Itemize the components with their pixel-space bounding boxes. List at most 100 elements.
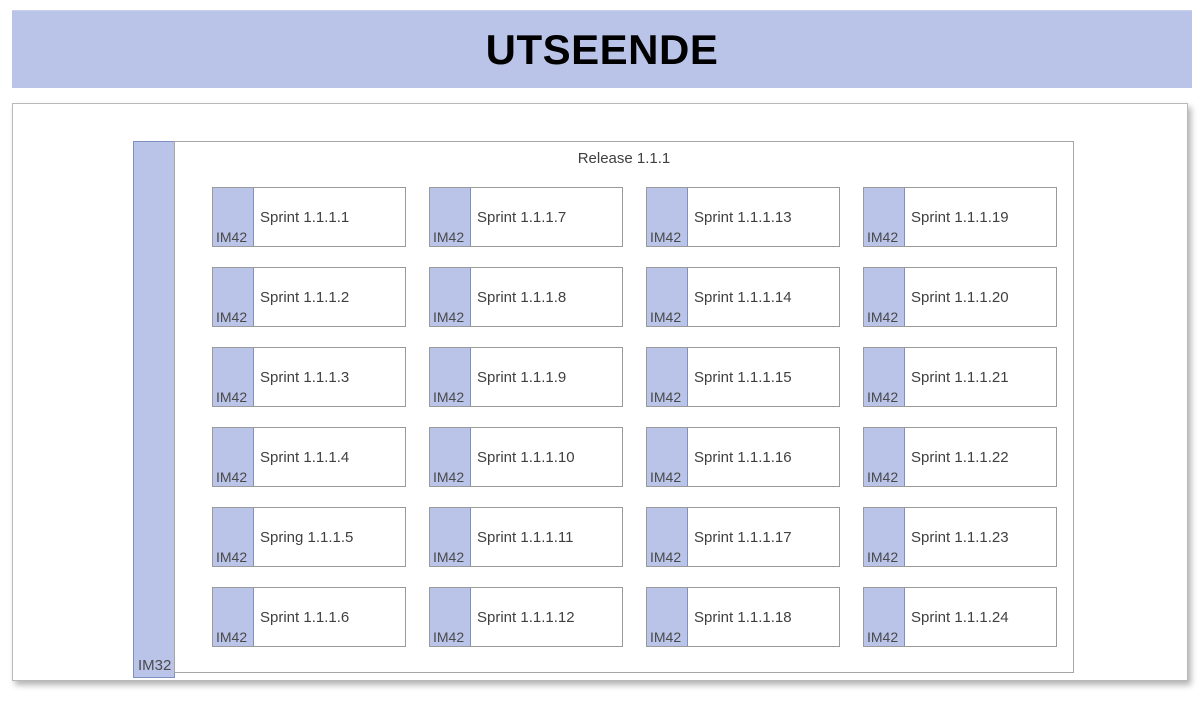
sprint-tab: IM42 <box>864 508 905 566</box>
sprint-body: Sprint 1.1.1.11 <box>471 508 622 566</box>
sprint-tab-label: IM42 <box>433 309 465 325</box>
sprint-box[interactable]: IM42 Spring 1.1.1.5 <box>212 507 406 567</box>
sprint-body: Sprint 1.1.1.16 <box>688 428 839 486</box>
page-title: UTSEENDE <box>485 25 719 73</box>
sprint-label: Sprint 1.1.1.7 <box>477 208 567 226</box>
sprint-tab-label: IM42 <box>867 629 899 645</box>
sprint-tab: IM42 <box>864 428 905 486</box>
sprint-box[interactable]: IM42 Sprint 1.1.1.13 <box>646 187 840 247</box>
sprint-tab-label: IM42 <box>216 549 248 565</box>
sprint-label: Sprint 1.1.1.22 <box>911 448 1009 466</box>
sprint-tab: IM42 <box>430 588 471 646</box>
sprint-tab: IM42 <box>864 188 905 246</box>
sprint-body: Sprint 1.1.1.23 <box>905 508 1056 566</box>
sprint-tab-label: IM42 <box>433 389 465 405</box>
sprint-tab: IM42 <box>430 348 471 406</box>
sprint-tab: IM42 <box>430 508 471 566</box>
sprint-tab-label: IM42 <box>433 629 465 645</box>
header-band: UTSEENDE <box>12 10 1192 88</box>
sprint-box[interactable]: IM42 Sprint 1.1.1.12 <box>429 587 623 647</box>
sprint-label: Sprint 1.1.1.6 <box>260 608 350 626</box>
sprint-label: Sprint 1.1.1.13 <box>694 208 792 226</box>
sprint-body: Sprint 1.1.1.7 <box>471 188 622 246</box>
sprint-box[interactable]: IM42 Sprint 1.1.1.22 <box>863 427 1057 487</box>
sprint-label: Sprint 1.1.1.8 <box>477 288 567 306</box>
sprint-box[interactable]: IM42 Sprint 1.1.1.11 <box>429 507 623 567</box>
sprint-box[interactable]: IM42 Sprint 1.1.1.9 <box>429 347 623 407</box>
sprint-box[interactable]: IM42 Sprint 1.1.1.16 <box>646 427 840 487</box>
sprint-label: Sprint 1.1.1.16 <box>694 448 792 466</box>
sprint-box[interactable]: IM42 Sprint 1.1.1.18 <box>646 587 840 647</box>
sprint-label: Sprint 1.1.1.9 <box>477 368 567 386</box>
sprint-box[interactable]: IM42 Sprint 1.1.1.10 <box>429 427 623 487</box>
sprint-body: Sprint 1.1.1.2 <box>254 268 405 326</box>
sprint-body: Sprint 1.1.1.13 <box>688 188 839 246</box>
sprint-tab: IM42 <box>213 268 254 326</box>
release-title: Release 1.1.1 <box>577 150 671 167</box>
sprint-tab: IM42 <box>430 188 471 246</box>
sprint-tab-label: IM42 <box>650 549 682 565</box>
sprint-body: Sprint 1.1.1.3 <box>254 348 405 406</box>
sprint-tab-label: IM42 <box>433 549 465 565</box>
sprint-body: Spring 1.1.1.5 <box>254 508 405 566</box>
sprint-tab: IM42 <box>864 348 905 406</box>
sprint-tab: IM42 <box>647 508 688 566</box>
sprint-body: Sprint 1.1.1.18 <box>688 588 839 646</box>
sprint-tab-label: IM42 <box>433 469 465 485</box>
sprint-body: Sprint 1.1.1.4 <box>254 428 405 486</box>
sprint-body: Sprint 1.1.1.24 <box>905 588 1056 646</box>
sprint-tab-label: IM42 <box>867 549 899 565</box>
sprint-tab-label: IM42 <box>650 469 682 485</box>
sprint-tab: IM42 <box>213 508 254 566</box>
sprint-tab: IM42 <box>647 428 688 486</box>
sprint-tab: IM42 <box>864 588 905 646</box>
sprint-box[interactable]: IM42 Sprint 1.1.1.8 <box>429 267 623 327</box>
sprint-tab: IM42 <box>213 188 254 246</box>
sprint-tab-label: IM42 <box>867 469 899 485</box>
sprint-box[interactable]: IM42 Sprint 1.1.1.23 <box>863 507 1057 567</box>
sprint-label: Sprint 1.1.1.20 <box>911 288 1009 306</box>
sprint-label: Sprint 1.1.1.12 <box>477 608 575 626</box>
sprint-tab-label: IM42 <box>867 389 899 405</box>
sprint-body: Sprint 1.1.1.6 <box>254 588 405 646</box>
sprint-label: Sprint 1.1.1.17 <box>694 528 792 546</box>
sprint-label: Sprint 1.1.1.2 <box>260 288 350 306</box>
sprint-body: Sprint 1.1.1.14 <box>688 268 839 326</box>
sprint-tab: IM42 <box>430 268 471 326</box>
sprint-label: Sprint 1.1.1.14 <box>694 288 792 306</box>
sprint-box[interactable]: IM42 Sprint 1.1.1.24 <box>863 587 1057 647</box>
sprint-box[interactable]: IM42 Sprint 1.1.1.2 <box>212 267 406 327</box>
sprint-label: Sprint 1.1.1.10 <box>477 448 575 466</box>
sprint-box[interactable]: IM42 Sprint 1.1.1.17 <box>646 507 840 567</box>
sprint-box[interactable]: IM42 Sprint 1.1.1.4 <box>212 427 406 487</box>
sprint-label: Sprint 1.1.1.19 <box>911 208 1009 226</box>
sprint-box[interactable]: IM42 Sprint 1.1.1.7 <box>429 187 623 247</box>
sprint-body: Sprint 1.1.1.19 <box>905 188 1056 246</box>
sprint-tab-label: IM42 <box>650 229 682 245</box>
sprint-label: Sprint 1.1.1.4 <box>260 448 350 466</box>
sprint-tab: IM42 <box>647 588 688 646</box>
sprint-tab-label: IM42 <box>650 629 682 645</box>
sprint-label: Spring 1.1.1.5 <box>260 528 354 546</box>
sprint-label: Sprint 1.1.1.18 <box>694 608 792 626</box>
sprint-tab-label: IM42 <box>216 469 248 485</box>
sprint-tab-label: IM42 <box>216 229 248 245</box>
sprint-box[interactable]: IM42 Sprint 1.1.1.20 <box>863 267 1057 327</box>
sprint-body: Sprint 1.1.1.8 <box>471 268 622 326</box>
swimlane-im32[interactable]: IM32 <box>133 141 175 678</box>
sprint-label: Sprint 1.1.1.11 <box>477 528 574 546</box>
sprint-tab: IM42 <box>213 428 254 486</box>
sprint-tab-label: IM42 <box>650 389 682 405</box>
sprint-box[interactable]: IM42 Sprint 1.1.1.19 <box>863 187 1057 247</box>
sprint-tab: IM42 <box>864 268 905 326</box>
sprint-tab-label: IM42 <box>867 309 899 325</box>
